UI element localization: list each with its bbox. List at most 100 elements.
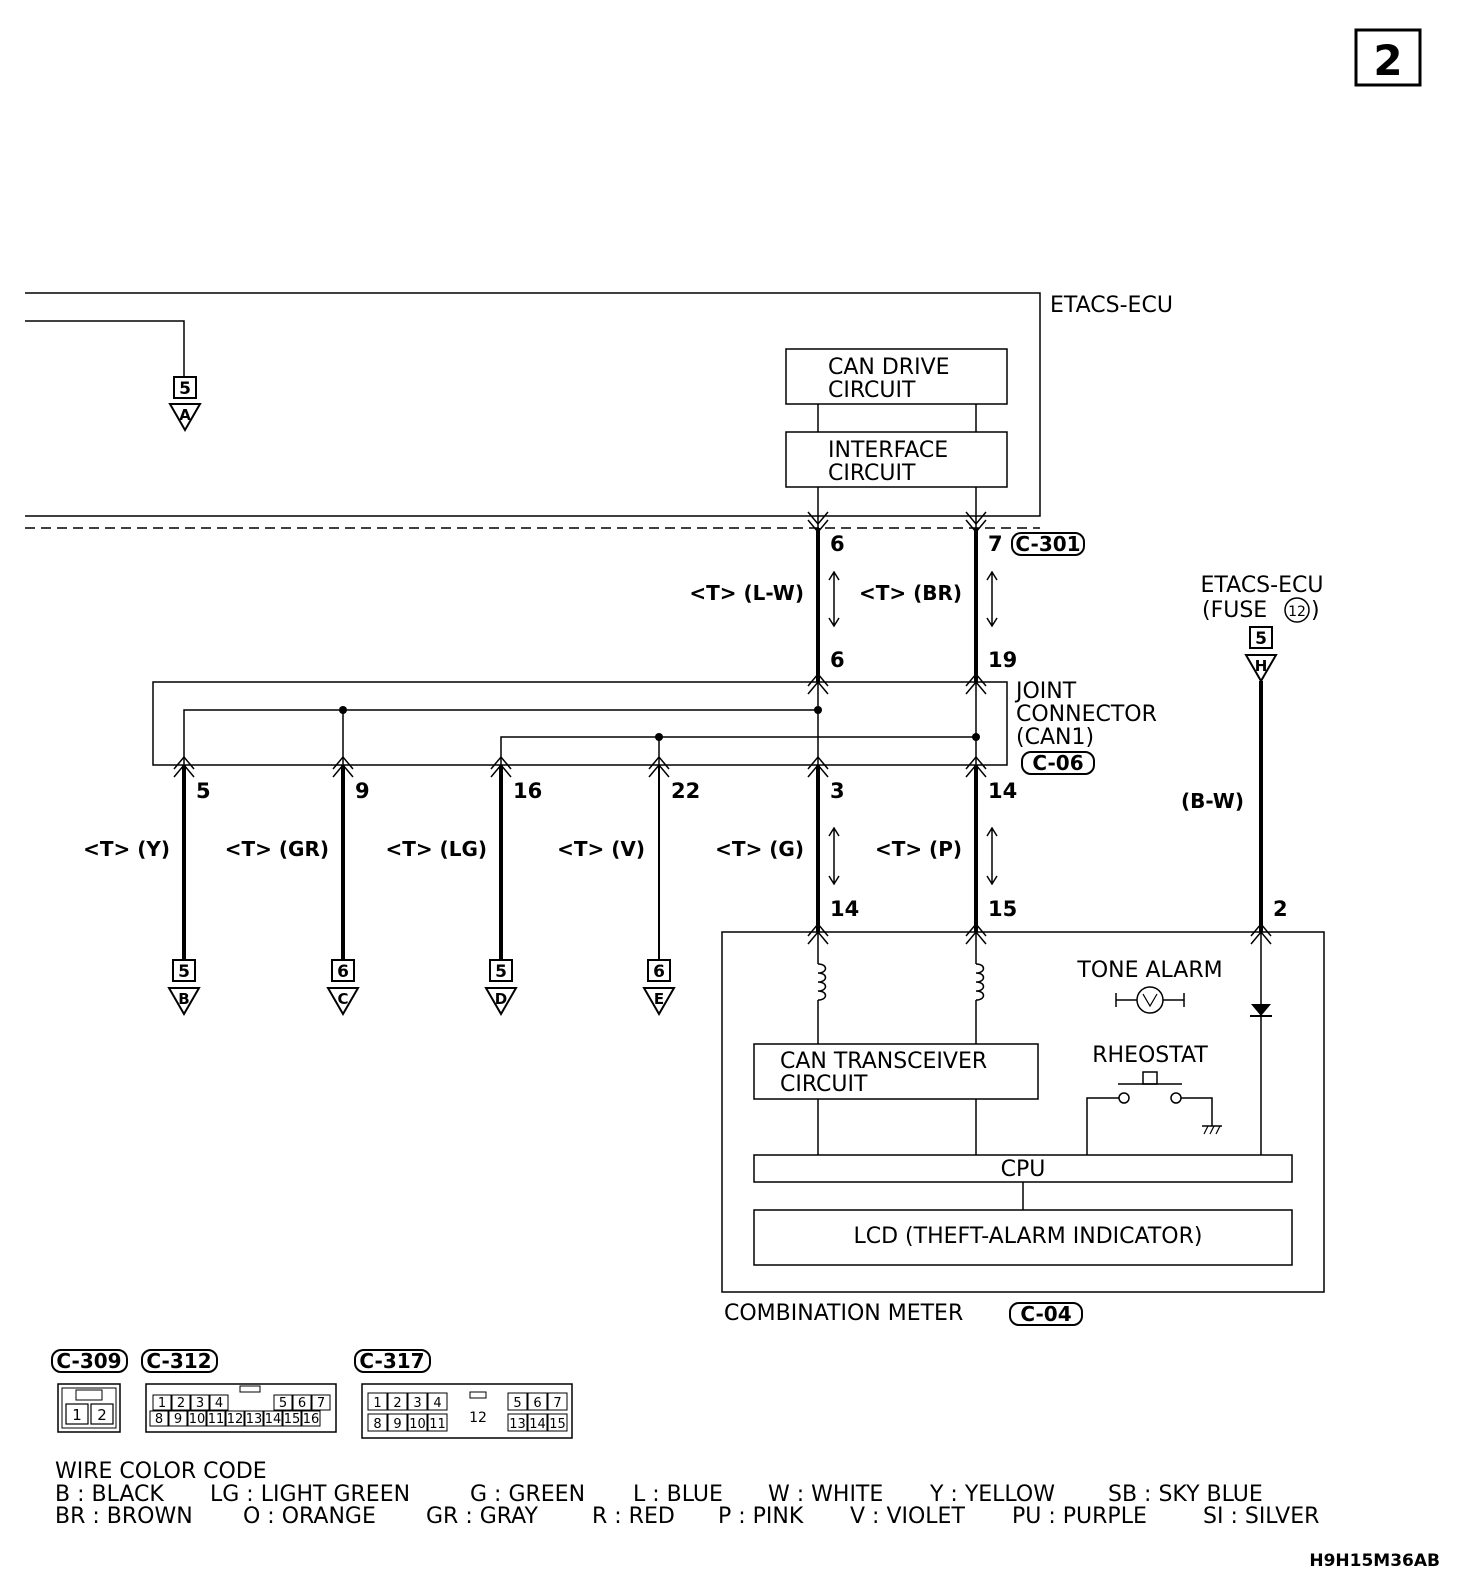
transceiver-line2: CIRCUIT [780,1072,868,1097]
color-code-lg: LG : LIGHT GREEN [210,1482,410,1507]
branch-y-letter: B [178,990,189,1008]
fuse-feed: ETACS-ECU (FUSE 12 ) 5 H (B-W) 2 [1181,573,1324,945]
rheostat-label: RHEOSTAT [1092,1043,1208,1068]
interface-line1: INTERFACE [828,438,948,463]
c312-pin-9: 9 [174,1412,182,1427]
combination-meter-name: COMBINATION METER [724,1301,963,1326]
interface-line2: CIRCUIT [828,461,916,486]
c317-pin-5: 5 [513,1396,521,1411]
diagram-code: H9H15M36AB [1309,1551,1440,1571]
fuse-ref-num: 5 [1255,629,1267,649]
c06-label: C-06 [1032,751,1083,775]
upper-left-wire-label: <T> (L-W) [689,581,804,605]
c309-label: C-309 [56,1349,121,1373]
c312-pin-7: 7 [317,1396,325,1411]
c312-pin-1: 1 [158,1396,166,1411]
etacs-pin-7: 7 [988,532,1003,556]
c317-pin-9: 9 [393,1417,401,1432]
color-code-title: WIRE COLOR CODE [55,1459,267,1484]
combination-meter: CAN TRANSCEIVER CIRCUIT TONE ALARM RHEOS… [721,931,1325,1326]
color-code-p: P : PINK [718,1504,804,1529]
color-code-l: L : BLUE [633,1482,723,1507]
color-code-gr: GR : GRAY [426,1504,539,1529]
branch-lg: 16 <T> (LG) 5 D [385,755,542,1017]
joint-line2: CONNECTOR [1016,702,1157,727]
branch-y-wire: <T> (Y) [83,837,170,861]
joint-pin-6: 6 [830,648,845,672]
branch-v-num: 6 [653,962,665,982]
joint-line3: (CAN1) [1016,725,1094,750]
c312-pin-6: 6 [298,1396,306,1411]
color-code-o: O : ORANGE [243,1504,376,1529]
c04-label: C-04 [1020,1302,1071,1326]
c312-label: C-312 [146,1349,211,1373]
color-code-g: G : GREEN [470,1482,585,1507]
branch-gr-pin: 9 [355,779,370,803]
c312-pin-3: 3 [196,1396,204,1411]
color-code-w: W : WHITE [768,1482,883,1507]
c312-pin-2: 2 [177,1396,185,1411]
meter-pin-14: 14 [830,897,859,921]
wire-color-code: WIRE COLOR CODE B : BLACK LG : LIGHT GRE… [55,1459,1319,1529]
c312-pin-8: 8 [155,1412,163,1427]
color-code-br: BR : BROWN [55,1504,193,1529]
branch-y-num: 5 [178,962,190,982]
branch-g-wire: <T> (G) [715,837,804,861]
rheostat-switch-icon [1086,1071,1213,1155]
branch-lg-wire: <T> (LG) [385,837,487,861]
upper-right-wire-label: <T> (BR) [859,581,962,605]
c309-pin1: 1 [72,1406,82,1424]
lcd-label: LCD (THEFT-ALARM INDICATOR) [854,1224,1203,1249]
branch-lg-num: 5 [495,962,507,982]
ground-icon [1202,1125,1222,1135]
c309-pin2: 2 [97,1406,107,1424]
branch-p-wire: <T> (P) [875,837,962,861]
cpu-label: CPU [1001,1157,1046,1182]
ref-a-symbol: 5 A [168,376,202,433]
c312-pin-11: 11 [208,1412,225,1427]
c317-pin-7: 7 [553,1396,561,1411]
can-drive-line1: CAN DRIVE [828,355,950,380]
c317-pin-1: 1 [373,1396,381,1411]
fuse-number: 12 [1288,604,1306,620]
can-drive-line2: CIRCUIT [828,378,916,403]
c317-pin12: 12 [469,1410,487,1426]
branch-v-wire: <T> (V) [557,837,645,861]
branch-gr-num: 6 [337,962,349,982]
fuse-feed-line1: ETACS-ECU [1201,573,1324,598]
color-code-y: Y : YELLOW [929,1482,1055,1507]
fuse-feed-close: ) [1311,598,1320,623]
fuse-wire-label: (B-W) [1181,789,1244,813]
can-transceiver-circuit [753,1043,1039,1100]
page-number: 2 [1373,36,1402,85]
transceiver-line1: CAN TRANSCEIVER [780,1049,987,1074]
c312-pin-10: 10 [189,1412,206,1427]
page-number-box [1354,28,1422,87]
etacs-pin-6: 6 [830,532,845,556]
branch-y: 5 <T> (Y) 5 B [83,755,211,1017]
joint-line1: JOINT [1014,679,1077,704]
meter-pin-2: 2 [1273,897,1288,921]
coil-right-icon [975,963,985,1001]
upper-can-wires: 6 7 C-301 <T> (L-W) <T> (BR) 6 19 [689,511,1085,695]
c317-pin-14: 14 [529,1417,546,1432]
coil-left-icon [817,963,827,1001]
c317-pin-6: 6 [533,1396,541,1411]
diode-icon [1250,1004,1272,1017]
color-code-sb: SB : SKY BLUE [1108,1482,1263,1507]
c317-label: C-317 [359,1349,424,1373]
branch-p-pin: 14 [988,779,1017,803]
branch-gr-wire: <T> (GR) [225,837,329,861]
branch-g-pin: 3 [830,779,845,803]
c317-pin-10: 10 [409,1417,426,1432]
ref-a-letter: A [179,406,191,424]
color-code-r: R : RED [592,1504,675,1529]
color-code-pu: PU : PURPLE [1012,1504,1147,1529]
c04-badge [1009,1302,1083,1326]
fuse-ref-letter: H [1255,657,1268,675]
interface-circuit [785,431,1008,488]
c317-pin-4: 4 [433,1396,441,1411]
branch-gr: 9 <T> (GR) 6 C [225,755,370,1017]
c317-pin-3: 3 [413,1396,421,1411]
